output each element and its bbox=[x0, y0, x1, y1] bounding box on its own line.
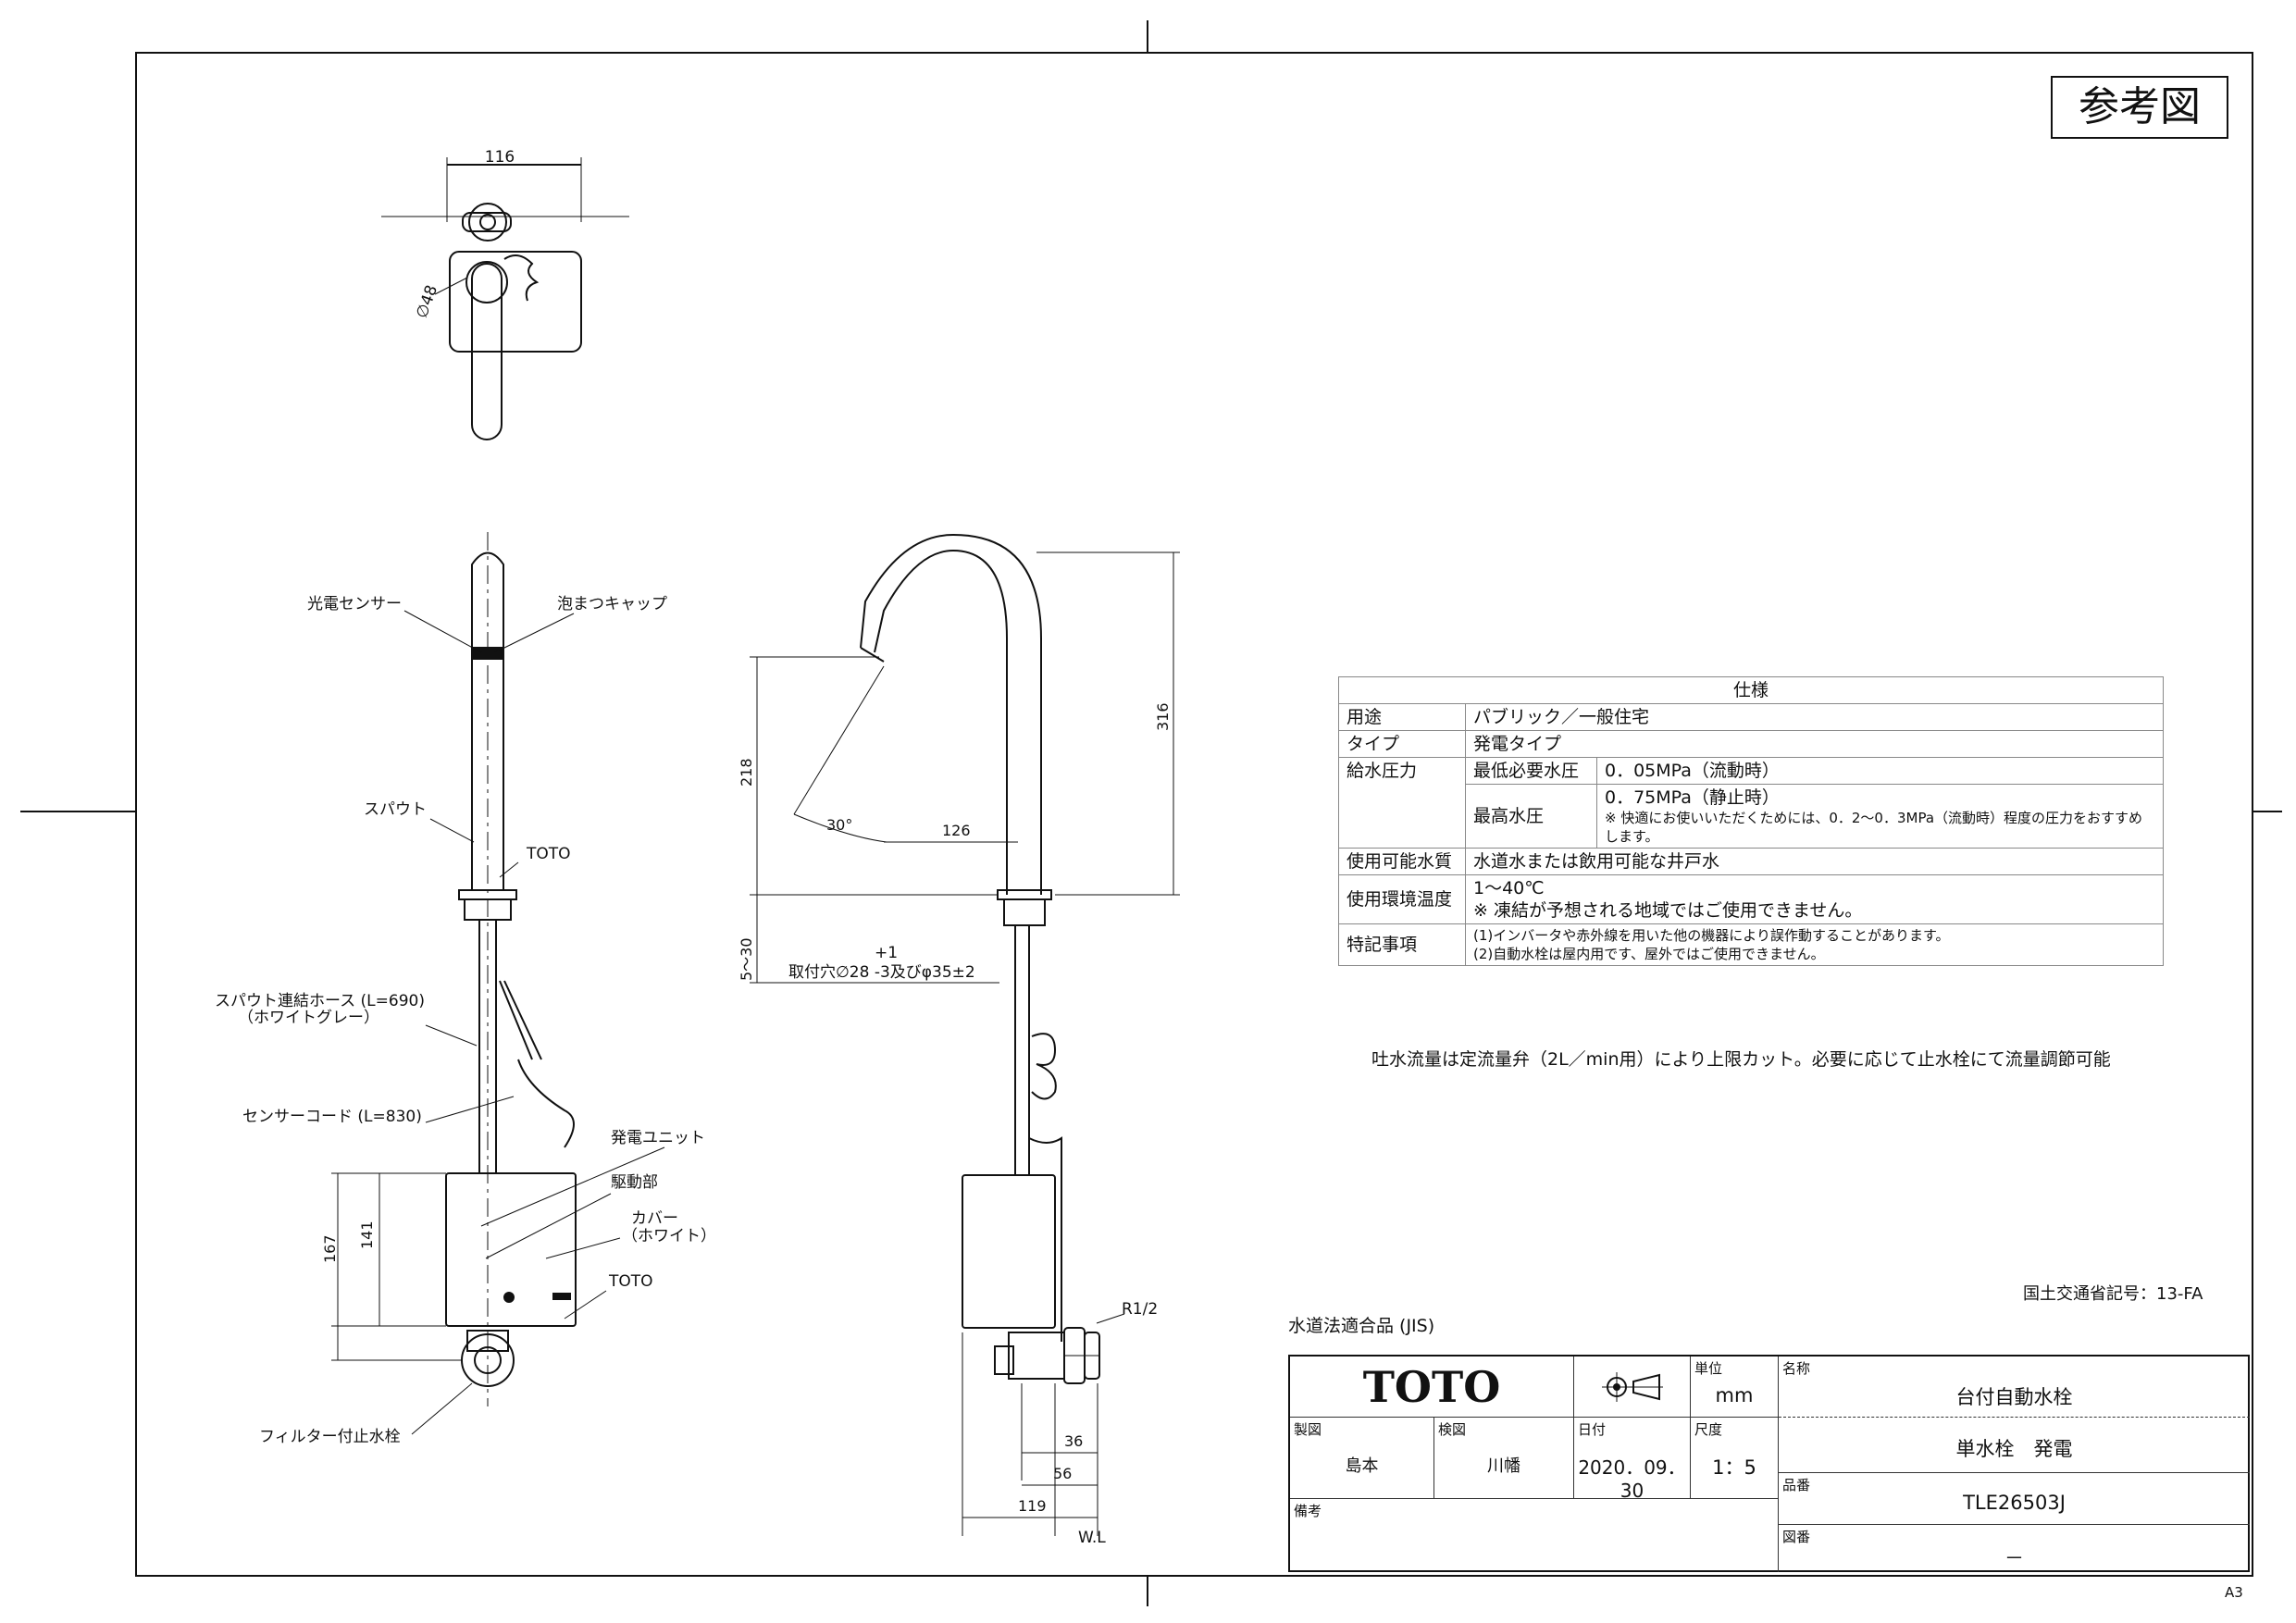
spec-temp-cell: 1～40℃ ※ 凍結が予想される地域ではご使用できません。 bbox=[1465, 874, 2164, 924]
label-mount-hole: 取付穴∅28 -3及びφ35±2 bbox=[788, 963, 975, 982]
label-mount-tol: +1 bbox=[875, 944, 898, 962]
dim-141: 141 bbox=[358, 1220, 376, 1249]
tb-drawn-cell: 製図 島本 bbox=[1290, 1418, 1434, 1499]
label-sensor-cord: センサーコード (L=830) bbox=[242, 1108, 422, 1126]
tb-sub-cell: 単水栓 発電 bbox=[1779, 1418, 2250, 1473]
label-toto-mark2: TOTO bbox=[608, 1272, 653, 1291]
title-block: TOTO 単位 mm 名称 台付自動水栓 製図 島本 検図 川幡 日付 2020… bbox=[1288, 1355, 2250, 1572]
tb-scale-value: 1：5 bbox=[1712, 1456, 1756, 1479]
tb-remarks-cell: 備考 bbox=[1290, 1499, 1779, 1572]
spec-special-1: (1)インバータや赤外線を用いた他の機器により誤作動することがあります。 bbox=[1473, 927, 1950, 944]
label-drive: 駆動部 bbox=[611, 1173, 658, 1192]
spec-use-value: パブリック／一般住宅 bbox=[1465, 703, 2164, 731]
dim-116: 116 bbox=[485, 148, 515, 167]
label-toto-mark: TOTO bbox=[526, 845, 571, 863]
reference-stamp: 参考図 bbox=[2051, 76, 2228, 139]
label-aerator-cap: 泡まつキャップ bbox=[557, 595, 667, 613]
tb-unit-value: mm bbox=[1715, 1384, 1754, 1406]
dim-119: 119 bbox=[1018, 1497, 1047, 1515]
sheet-border bbox=[135, 52, 2253, 1577]
top-view bbox=[381, 157, 629, 440]
label-cover-color: （ホワイト） bbox=[622, 1227, 716, 1245]
tb-scale-cell: 尺度 1：5 bbox=[1691, 1418, 1779, 1499]
spec-use-label: 用途 bbox=[1338, 703, 1466, 731]
dim-5-30: 5～30 bbox=[738, 937, 755, 981]
tb-name-label: 名称 bbox=[1782, 1360, 1811, 1377]
tb-scale-label: 尺度 bbox=[1694, 1421, 1723, 1438]
tb-part-value: TLE26503J bbox=[1963, 1492, 2066, 1514]
label-spout: スパウト bbox=[364, 800, 427, 819]
spec-type-label: タイプ bbox=[1338, 730, 1466, 758]
tb-projection-cell bbox=[1574, 1357, 1691, 1418]
label-gen-unit: 発電ユニット bbox=[611, 1129, 705, 1147]
label-filter-valve: フィルター付止水栓 bbox=[259, 1428, 401, 1446]
tb-date-value: 2020．09．30 bbox=[1578, 1456, 1686, 1502]
dim-218: 218 bbox=[738, 758, 755, 787]
label-cover: カバー bbox=[631, 1209, 678, 1228]
dim-56: 56 bbox=[1053, 1465, 1072, 1482]
tb-drawn-label: 製図 bbox=[1294, 1421, 1322, 1438]
spec-water-label: 使用可能水質 bbox=[1338, 848, 1466, 875]
spec-table: 仕様 用途 パブリック／一般住宅 タイプ 発電タイプ 給水圧力 最低必要水圧 0… bbox=[1338, 676, 2164, 966]
tb-drawing-no-cell: 図番 － bbox=[1779, 1525, 2250, 1572]
tb-checked-label: 検図 bbox=[1438, 1421, 1467, 1438]
jis-note: 水道法適合品 (JIS) bbox=[1288, 1316, 1435, 1336]
spec-min-label: 最低必要水圧 bbox=[1465, 757, 1597, 785]
label-r12: R1/2 bbox=[1122, 1300, 1158, 1319]
tb-sub-value: 単水栓 発電 bbox=[1955, 1438, 2073, 1460]
spec-max-cell: 0．75MPa（静止時） ※ 快適にお使いいただくためには、0．2～0．3MPa… bbox=[1596, 784, 2164, 849]
spec-max-value: 0．75MPa（静止時） bbox=[1605, 787, 1780, 808]
dimension-lines bbox=[331, 551, 1180, 1536]
tb-checked-cell: 検図 川幡 bbox=[1434, 1418, 1574, 1499]
label-photo-sensor: 光電センサー bbox=[307, 595, 402, 613]
spec-special-2: (2)自動水栓は屋内用です、屋外ではご使用できません。 bbox=[1473, 946, 1825, 962]
tb-brand-cell: TOTO bbox=[1290, 1357, 1574, 1418]
spec-special-label: 特記事項 bbox=[1338, 923, 1466, 966]
tb-drawing-no-label: 図番 bbox=[1782, 1529, 1811, 1545]
spec-max-note: ※ 快適にお使いいただくためには、0．2～0．3MPa（流動時）程度の圧力をおす… bbox=[1605, 810, 2143, 845]
spec-water-value: 水道水または飲用可能な井戸水 bbox=[1465, 848, 2164, 875]
tb-part-cell: 品番 TLE26503J bbox=[1779, 1473, 2250, 1525]
tb-drawing-no-value: － bbox=[2004, 1547, 2024, 1569]
spec-min-value: 0．05MPa（流動時） bbox=[1596, 757, 2164, 785]
spec-pressure-label: 給水圧力 bbox=[1338, 757, 1466, 849]
flow-note: 吐水流量は定流量弁（2L／min用）により上限カット。必要に応じて止水栓にて流量… bbox=[1371, 1049, 2111, 1070]
label-hose: スパウト連結ホース (L=690) bbox=[215, 992, 425, 1010]
spec-special-cell: (1)インバータや赤外線を用いた他の機器により誤作動することがあります。 (2)… bbox=[1465, 923, 2164, 966]
tb-part-label: 品番 bbox=[1782, 1477, 1811, 1493]
dim-316: 316 bbox=[1154, 702, 1172, 731]
label-wl: W.L bbox=[1078, 1529, 1106, 1547]
label-hose-color: （ホワイトグレー） bbox=[238, 1009, 379, 1027]
tb-name-cell: 名称 台付自動水栓 bbox=[1779, 1357, 2250, 1418]
tb-checked-value: 川幡 bbox=[1487, 1456, 1520, 1476]
dim-167: 167 bbox=[321, 1234, 339, 1263]
front-view bbox=[445, 532, 577, 1406]
spec-temp-label: 使用環境温度 bbox=[1338, 874, 1466, 924]
dim-126: 126 bbox=[942, 822, 971, 839]
mlit-code: 国土交通省記号：13-FA bbox=[2023, 1284, 2203, 1304]
tb-drawn-value: 島本 bbox=[1345, 1456, 1379, 1476]
spec-max-label: 最高水圧 bbox=[1465, 784, 1597, 849]
dim-48: ∅48 bbox=[413, 283, 441, 321]
tb-date-cell: 日付 2020．09．30 bbox=[1574, 1418, 1691, 1502]
spec-temp-value: 1～40℃ bbox=[1473, 878, 1545, 898]
dim-36: 36 bbox=[1064, 1432, 1083, 1450]
tb-unit-label: 単位 bbox=[1694, 1360, 1723, 1377]
sheet-size: A3 bbox=[2225, 1584, 2243, 1601]
spec-temp-note: ※ 凍結が予想される地域ではご使用できません。 bbox=[1473, 900, 1863, 921]
projection-symbol-icon bbox=[1602, 1372, 1663, 1402]
dim-30deg: 30° bbox=[826, 816, 852, 834]
tb-remarks-label: 備考 bbox=[1294, 1503, 1322, 1519]
spec-type-value: 発電タイプ bbox=[1465, 730, 2164, 758]
toto-logo: TOTO bbox=[1362, 1362, 1501, 1412]
spec-title: 仕様 bbox=[1338, 676, 2164, 704]
tb-unit-cell: 単位 mm bbox=[1691, 1357, 1779, 1418]
drawing-labels: 116 ∅48 光電センサー 泡まつキャップ スパウト TOTO スパウト連結ホ… bbox=[215, 148, 1172, 1547]
tb-name-value: 台付自動水栓 bbox=[1955, 1386, 2073, 1408]
tb-date-label: 日付 bbox=[1578, 1421, 1607, 1438]
